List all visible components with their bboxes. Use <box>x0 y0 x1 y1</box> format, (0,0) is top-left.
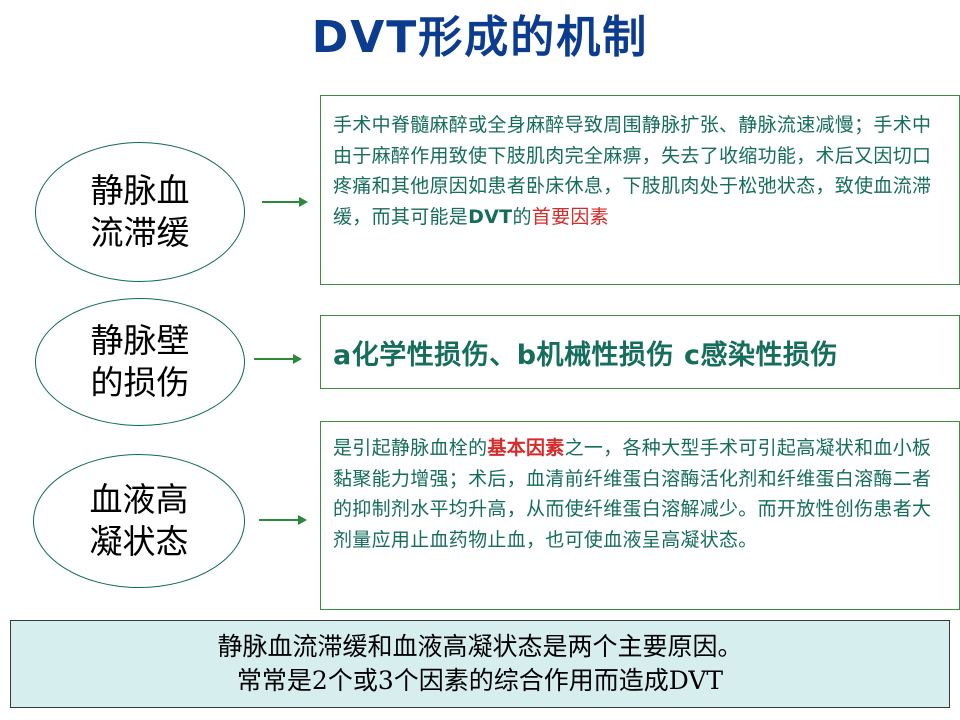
text-injury-types: a化学性损伤、b机械性损伤 c感染性损伤 <box>333 339 838 371</box>
text-de: 的 <box>512 205 532 228</box>
ellipse-venous-stasis: 静脉血 流滞缓 <box>35 142 245 282</box>
summary-box: 静脉血流滞缓和血液高凝状态是两个主要原因。 常常是2个或3个因素的综合作用而造成… <box>10 620 950 708</box>
summary-line2: 常常是2个或3个因素的综合作用而造成DVT <box>236 666 724 695</box>
ellipse-label-line2: 流滞缓 <box>90 213 190 252</box>
ellipse-label-line1: 静脉壁 <box>90 321 190 360</box>
text-box-hypercoagulable: 是引起静脉血栓的基本因素之一，各种大型手术可引起高凝状和血小板黏聚能力增强；术后… <box>320 421 960 610</box>
ellipse-hypercoagulable: 血液高 凝状态 <box>33 454 245 588</box>
emphasis-primary-factor: 首要因素 <box>531 205 609 228</box>
text-hyper-before: 是引起静脉血栓的 <box>333 437 488 459</box>
ellipse-label-line1: 血液高 <box>89 480 189 519</box>
arrow-row3 <box>259 513 307 527</box>
ellipse-vein-wall-injury: 静脉壁 的损伤 <box>35 298 245 426</box>
text-dvt: DVT <box>468 205 513 228</box>
ellipse-label-line2: 的损伤 <box>90 363 190 402</box>
text-hyper-after: 之一，各种大型手术可引起高凝状和血小板黏聚能力增强；术后，血清前纤维蛋白溶酶活化… <box>333 437 932 551</box>
ellipse-label-line2: 凝状态 <box>89 522 189 561</box>
text-venous-stasis: 手术中脊髓麻醉或全身麻醉导致周围静脉扩张、静脉流速减慢；手术中由于麻醉作用致使下… <box>333 114 932 228</box>
emphasis-basic-factor: 基本因素 <box>487 437 565 459</box>
summary-line1: 静脉血流滞缓和血液高凝状态是两个主要原因。 <box>217 632 743 661</box>
slide-title: DVT形成的机制 <box>311 12 649 63</box>
arrow-row1 <box>262 195 308 209</box>
text-box-vein-wall-injury: a化学性损伤、b机械性损伤 c感染性损伤 <box>320 315 960 389</box>
paragraph-hypercoagulable: 是引起静脉血栓的基本因素之一，各种大型手术可引起高凝状和血小板黏聚能力增强；术后… <box>333 433 949 555</box>
ellipse-label-line1: 静脉血 <box>90 171 190 210</box>
arrow-row2 <box>254 352 302 366</box>
paragraph-venous-stasis: 手术中脊髓麻醉或全身麻醉导致周围静脉扩张、静脉流速减慢；手术中由于麻醉作用致使下… <box>333 110 949 232</box>
text-box-venous-stasis: 手术中脊髓麻醉或全身麻醉导致周围静脉扩张、静脉流速减慢；手术中由于麻醉作用致使下… <box>320 95 960 285</box>
